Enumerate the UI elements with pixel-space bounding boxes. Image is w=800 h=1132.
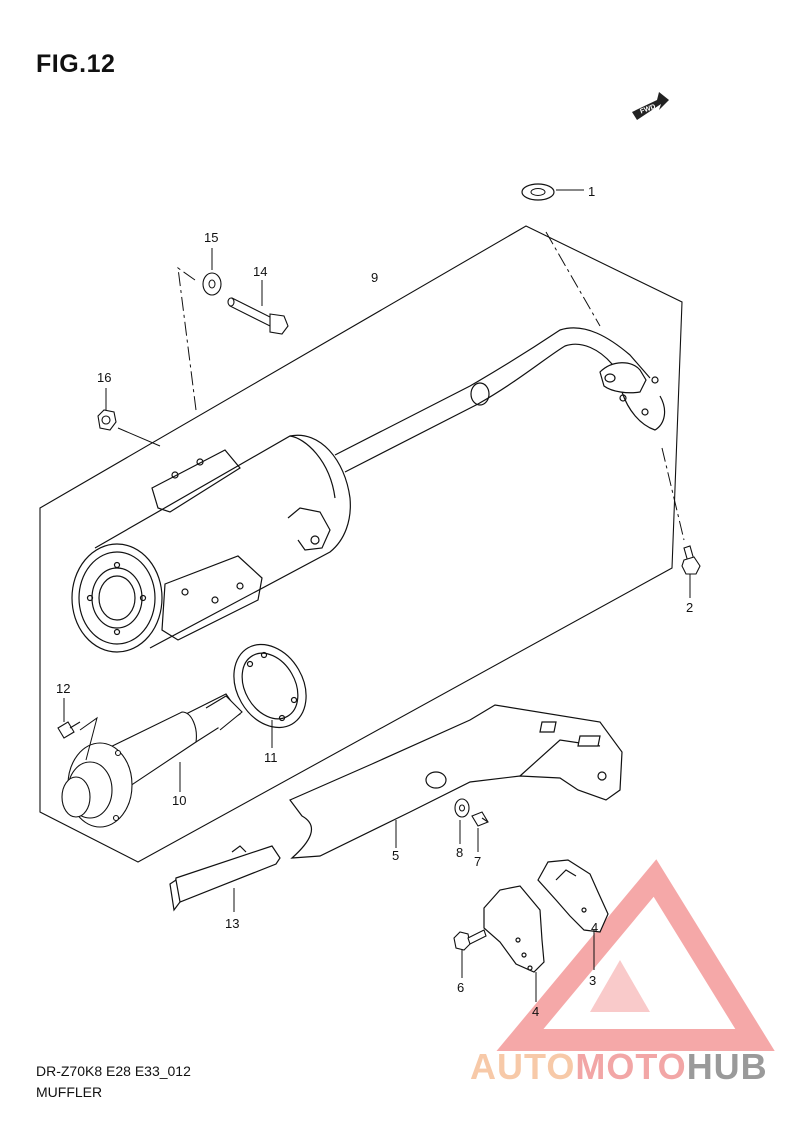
part-8-washer — [454, 798, 470, 818]
part-9-exhaust-pipe — [334, 327, 666, 473]
model-code: DR-Z70K8 E28 E33_012 — [36, 1063, 191, 1079]
part-7-screw — [471, 811, 489, 827]
callout-8: 8 — [456, 845, 463, 860]
callout-1: 1 — [588, 184, 595, 199]
callout-14: 14 — [253, 264, 267, 279]
callout-9: 9 — [371, 270, 378, 285]
watermark-part-moto: MOTO — [575, 1046, 687, 1087]
part-16-nut — [97, 409, 117, 431]
watermark-triangle-logo — [496, 859, 775, 1051]
callout-16: 16 — [97, 370, 111, 385]
callout-7: 7 — [474, 854, 481, 869]
part-6-bolt — [453, 929, 487, 951]
callout-11: 11 — [264, 750, 278, 765]
part-1-washer — [521, 183, 555, 201]
part-10-spark-arrester — [61, 693, 243, 828]
watermark-part-auto: AUTO — [470, 1046, 576, 1087]
callout-10: 10 — [172, 793, 186, 808]
callout-6: 6 — [457, 980, 464, 995]
part-15-washer — [202, 272, 222, 296]
watermark-part-hub: HUB — [686, 1046, 768, 1087]
part-14-bolt — [227, 297, 289, 335]
part-5-heat-shield — [289, 704, 623, 859]
callout-15: 15 — [204, 230, 218, 245]
section-name: MUFFLER — [36, 1084, 103, 1100]
watermark-brand-text: AUTOMOTOHUB — [470, 1046, 768, 1088]
part-13-guard — [169, 845, 281, 912]
figure-title: FIG.12 — [36, 50, 116, 78]
part-4-bracket-left — [483, 885, 545, 973]
callout-2: 2 — [686, 600, 693, 615]
part-12-screw — [57, 721, 81, 739]
part-9-muffler-body — [71, 434, 351, 653]
callout-4-bottom: 4 — [532, 1004, 539, 1019]
assembly-9-boundary — [39, 225, 683, 863]
callout-5: 5 — [392, 848, 399, 863]
callout-13: 13 — [225, 916, 239, 931]
part-11-gasket — [233, 643, 307, 729]
callout-4-right: 4 — [591, 920, 598, 935]
callout-3: 3 — [589, 973, 596, 988]
part-2-bolt — [681, 545, 701, 575]
fwd-arrow-icon: FWD — [632, 92, 669, 120]
callout-12: 12 — [56, 681, 70, 696]
part-3-bracket-right — [537, 859, 609, 933]
fwd-label: FWD — [639, 103, 656, 115]
